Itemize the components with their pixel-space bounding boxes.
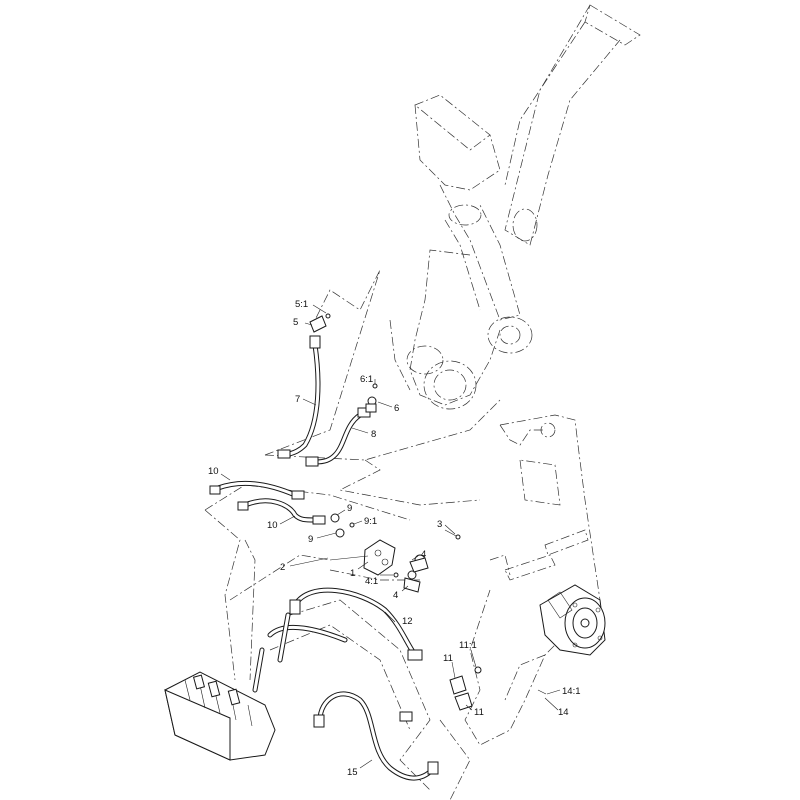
hydraulic-motor [539, 584, 606, 656]
callout-9-lower: 9 [308, 534, 313, 545]
callout-4-lower: 4 [393, 590, 398, 601]
callout-9-1: 9:1 [364, 516, 377, 527]
leader-lines [220, 304, 561, 769]
callout-5: 5 [293, 317, 298, 328]
callout-labels: 5:1 5 7 6:1 6 8 10 10 9 9:1 9 3 2 1 4 4:… [208, 299, 581, 778]
callout-11-1: 11:1 [459, 640, 477, 651]
hose-7 [277, 335, 321, 459]
callout-12: 12 [402, 616, 413, 627]
callout-14: 14 [558, 707, 569, 718]
callout-1: 1 [350, 568, 355, 579]
side-plate-phantom [464, 414, 601, 746]
valve-block [164, 671, 276, 761]
callout-6: 6 [394, 403, 399, 414]
hose-10-lower [237, 498, 326, 525]
callout-2: 2 [280, 562, 285, 573]
hose-clamp-bracket [329, 539, 426, 580]
callout-14-1: 14:1 [562, 686, 581, 697]
fittings [309, 313, 547, 711]
callout-8: 8 [371, 429, 376, 440]
callout-6-1: 6:1 [360, 374, 373, 385]
boom-arm-phantom [389, 4, 641, 410]
callout-4-1: 4:1 [365, 576, 378, 587]
callout-10-upper: 10 [208, 466, 219, 477]
callout-10-lower: 10 [267, 520, 278, 531]
hose-15 [313, 691, 439, 781]
callout-15: 15 [347, 767, 358, 778]
callout-3: 3 [437, 519, 442, 530]
hose-12 [252, 587, 423, 693]
callout-9-upper: 9 [347, 503, 352, 514]
callout-5-1: 5:1 [295, 299, 308, 310]
hose-10-upper [209, 480, 305, 500]
callout-11-upper: 11 [443, 653, 453, 664]
callout-11-lower: 11 [474, 707, 484, 718]
callout-7: 7 [295, 394, 300, 405]
callout-4-upper: 4 [421, 549, 426, 560]
